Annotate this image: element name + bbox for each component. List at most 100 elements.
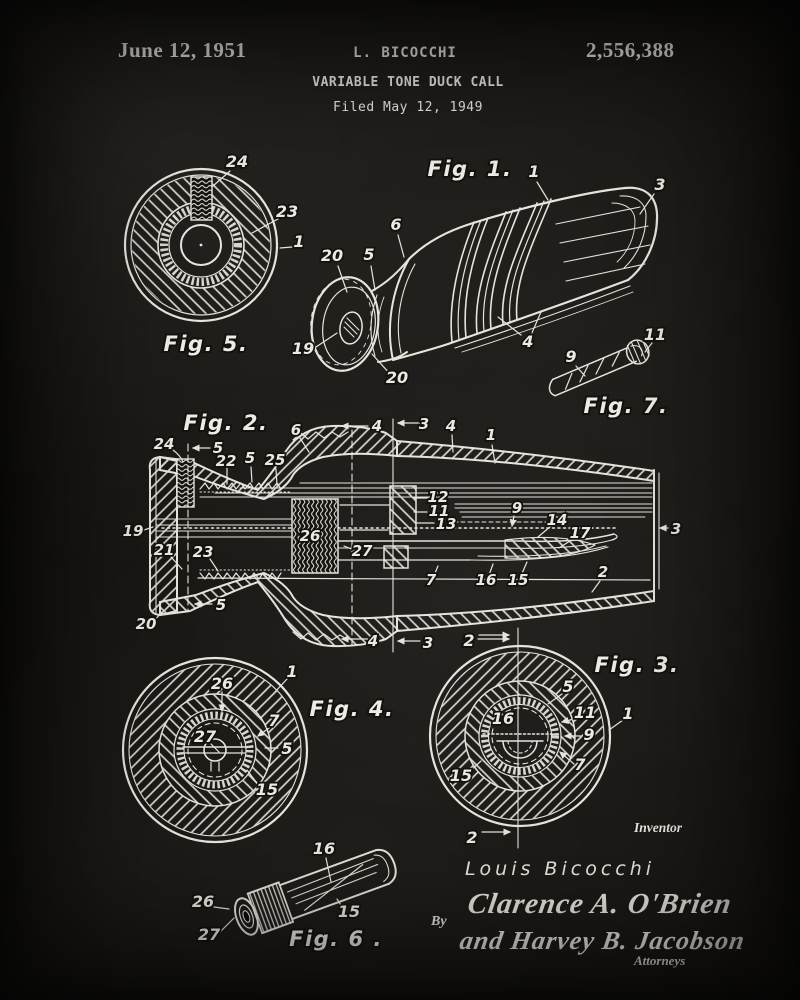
- inventor-caption: Inventor: [634, 820, 683, 835]
- fig4-leader-lines: [210, 678, 288, 787]
- fig2-bore-lines: [155, 482, 653, 581]
- attorneys-caption: Attorneys: [634, 953, 686, 968]
- filed-date: Filed May 12, 1949: [333, 100, 483, 115]
- ref-numeral: 1: [293, 232, 304, 251]
- ref-numeral: 7: [268, 711, 280, 730]
- fig2-leader-lines: [140, 434, 669, 623]
- ref-numeral: 1: [622, 704, 633, 723]
- ref-numeral: 4: [445, 417, 456, 435]
- fig3-leader-lines: [467, 631, 624, 836]
- fig2-label: Fig. 2.: [184, 411, 269, 435]
- fig2-plug-24: [176, 458, 195, 508]
- ref-numeral: 5: [363, 245, 374, 264]
- fig7-reed-body: [548, 339, 650, 397]
- fig2-tone-board: [337, 521, 618, 561]
- ref-numeral: 14: [547, 511, 568, 529]
- ref-numeral: 26: [300, 527, 321, 545]
- ref-numeral: 4: [371, 417, 382, 435]
- ref-numeral: 2: [463, 631, 474, 650]
- ref-numeral: 6: [390, 215, 401, 234]
- ref-numeral: 2: [466, 828, 477, 847]
- ref-numeral: 11: [574, 703, 596, 722]
- fig1-ridge-bands: [450, 198, 552, 343]
- fig2-section-view: 24 5 22 5 25 6 4 3 4 1 12 11 13 9 14 17 …: [121, 409, 683, 654]
- fig1-leader-lines: [312, 181, 655, 376]
- fig3-label: Fig. 3.: [595, 653, 680, 677]
- fig1-bell-and-stem: [370, 258, 449, 363]
- fig5-label: Fig. 5.: [164, 332, 249, 356]
- ref-numeral: 1: [286, 662, 297, 681]
- patent-title: VARIABLE TONE DUCK CALL: [312, 75, 504, 90]
- ref-numeral: 2: [598, 563, 608, 581]
- ref-numeral: 7: [574, 755, 586, 774]
- ref-numeral: 25: [265, 451, 286, 469]
- fig5-leader-lines: [212, 170, 293, 249]
- fig4-label: Fig. 4.: [310, 697, 395, 721]
- fig6-label: Fig. 6 .: [289, 927, 383, 951]
- ref-numeral: 5: [216, 596, 226, 614]
- ref-numeral: 3: [654, 175, 665, 194]
- ref-numeral: 21: [154, 541, 175, 559]
- patent-date: June 12, 1951: [118, 38, 247, 62]
- fig1-perspective-view: 1 3 6 20 5 19 20 4 Fig. 1.: [290, 155, 667, 389]
- ref-numeral: 4: [521, 332, 533, 351]
- fig6-tube-body: [234, 848, 397, 936]
- ref-numeral: 9: [512, 499, 522, 517]
- ref-numeral: 20: [321, 246, 343, 265]
- ref-numeral: 3: [423, 634, 433, 652]
- fig1-label: Fig. 1.: [428, 157, 513, 181]
- inventor-signature: Louis Bicocchi: [464, 858, 656, 880]
- ref-numeral: 5: [213, 439, 223, 457]
- fig2-walls: [148, 424, 660, 648]
- ref-numeral: 13: [436, 515, 457, 533]
- patent-number: 2,556,388: [586, 38, 675, 62]
- ref-numeral: 16: [476, 571, 497, 589]
- fig7-reed-view: 9 11 Fig. 7.: [548, 323, 669, 420]
- fig7-label: Fig. 7.: [584, 394, 669, 418]
- fig2-section-lines: [187, 418, 511, 653]
- ref-numeral: 5: [245, 449, 255, 467]
- ref-numeral: 1: [486, 426, 496, 444]
- ref-numeral: 4: [367, 632, 378, 650]
- fig6-tube-view: 16 26 15 27 Fig. 6 .: [190, 837, 397, 953]
- ref-numeral: 27: [194, 727, 217, 746]
- fig1-surface-lines: [555, 206, 651, 282]
- ref-numeral: 27: [198, 925, 221, 944]
- ref-numeral: 24: [154, 435, 175, 453]
- ref-numeral: 19: [292, 339, 314, 358]
- ref-numeral: 22: [216, 452, 237, 470]
- inventor-heading: L. BICOCCHI: [353, 45, 457, 61]
- ref-numeral: 15: [338, 902, 360, 921]
- ref-numeral: 27: [352, 542, 373, 560]
- ref-numeral: 3: [419, 415, 429, 433]
- ref-numeral: 20: [386, 368, 408, 387]
- ref-numeral: 16: [492, 709, 514, 728]
- fig5-end-view: 24 23 1 Fig. 5.: [123, 150, 306, 358]
- ref-numeral: 24: [226, 152, 248, 171]
- ref-numeral: 3: [671, 520, 681, 538]
- by-label: By: [431, 914, 447, 929]
- fig3-cross-section: 2 5 11 16 9 1 7 15 2 Fig. 3.: [428, 627, 680, 849]
- ref-numeral: 7: [426, 571, 437, 589]
- ref-numeral: 23: [193, 543, 214, 561]
- ref-numeral: 5: [562, 677, 573, 696]
- ref-numeral: 17: [570, 524, 591, 542]
- fig4-cross-section: 1 26 7 27 5 15 Fig. 4.: [121, 656, 395, 844]
- ref-numeral: 26: [192, 892, 214, 911]
- fig2-inner-blocks: [339, 485, 417, 569]
- ref-numeral: 15: [508, 571, 529, 589]
- ref-numeral: 11: [644, 325, 666, 344]
- fig7-leader-lines: [575, 342, 653, 377]
- ref-numeral: 20: [136, 615, 157, 633]
- ref-numeral: 12: [428, 488, 449, 506]
- ref-numeral: 9: [583, 725, 594, 744]
- ref-numeral: 23: [276, 202, 298, 221]
- fig1-mouthpiece: [310, 276, 380, 372]
- ref-numeral: 6: [291, 421, 301, 439]
- attorney-signature-line1: Clarence A. O'Brien: [465, 888, 735, 920]
- ref-numeral: 2: [463, 632, 473, 650]
- ref-numeral: 26: [211, 674, 233, 693]
- ref-numeral: 16: [313, 839, 335, 858]
